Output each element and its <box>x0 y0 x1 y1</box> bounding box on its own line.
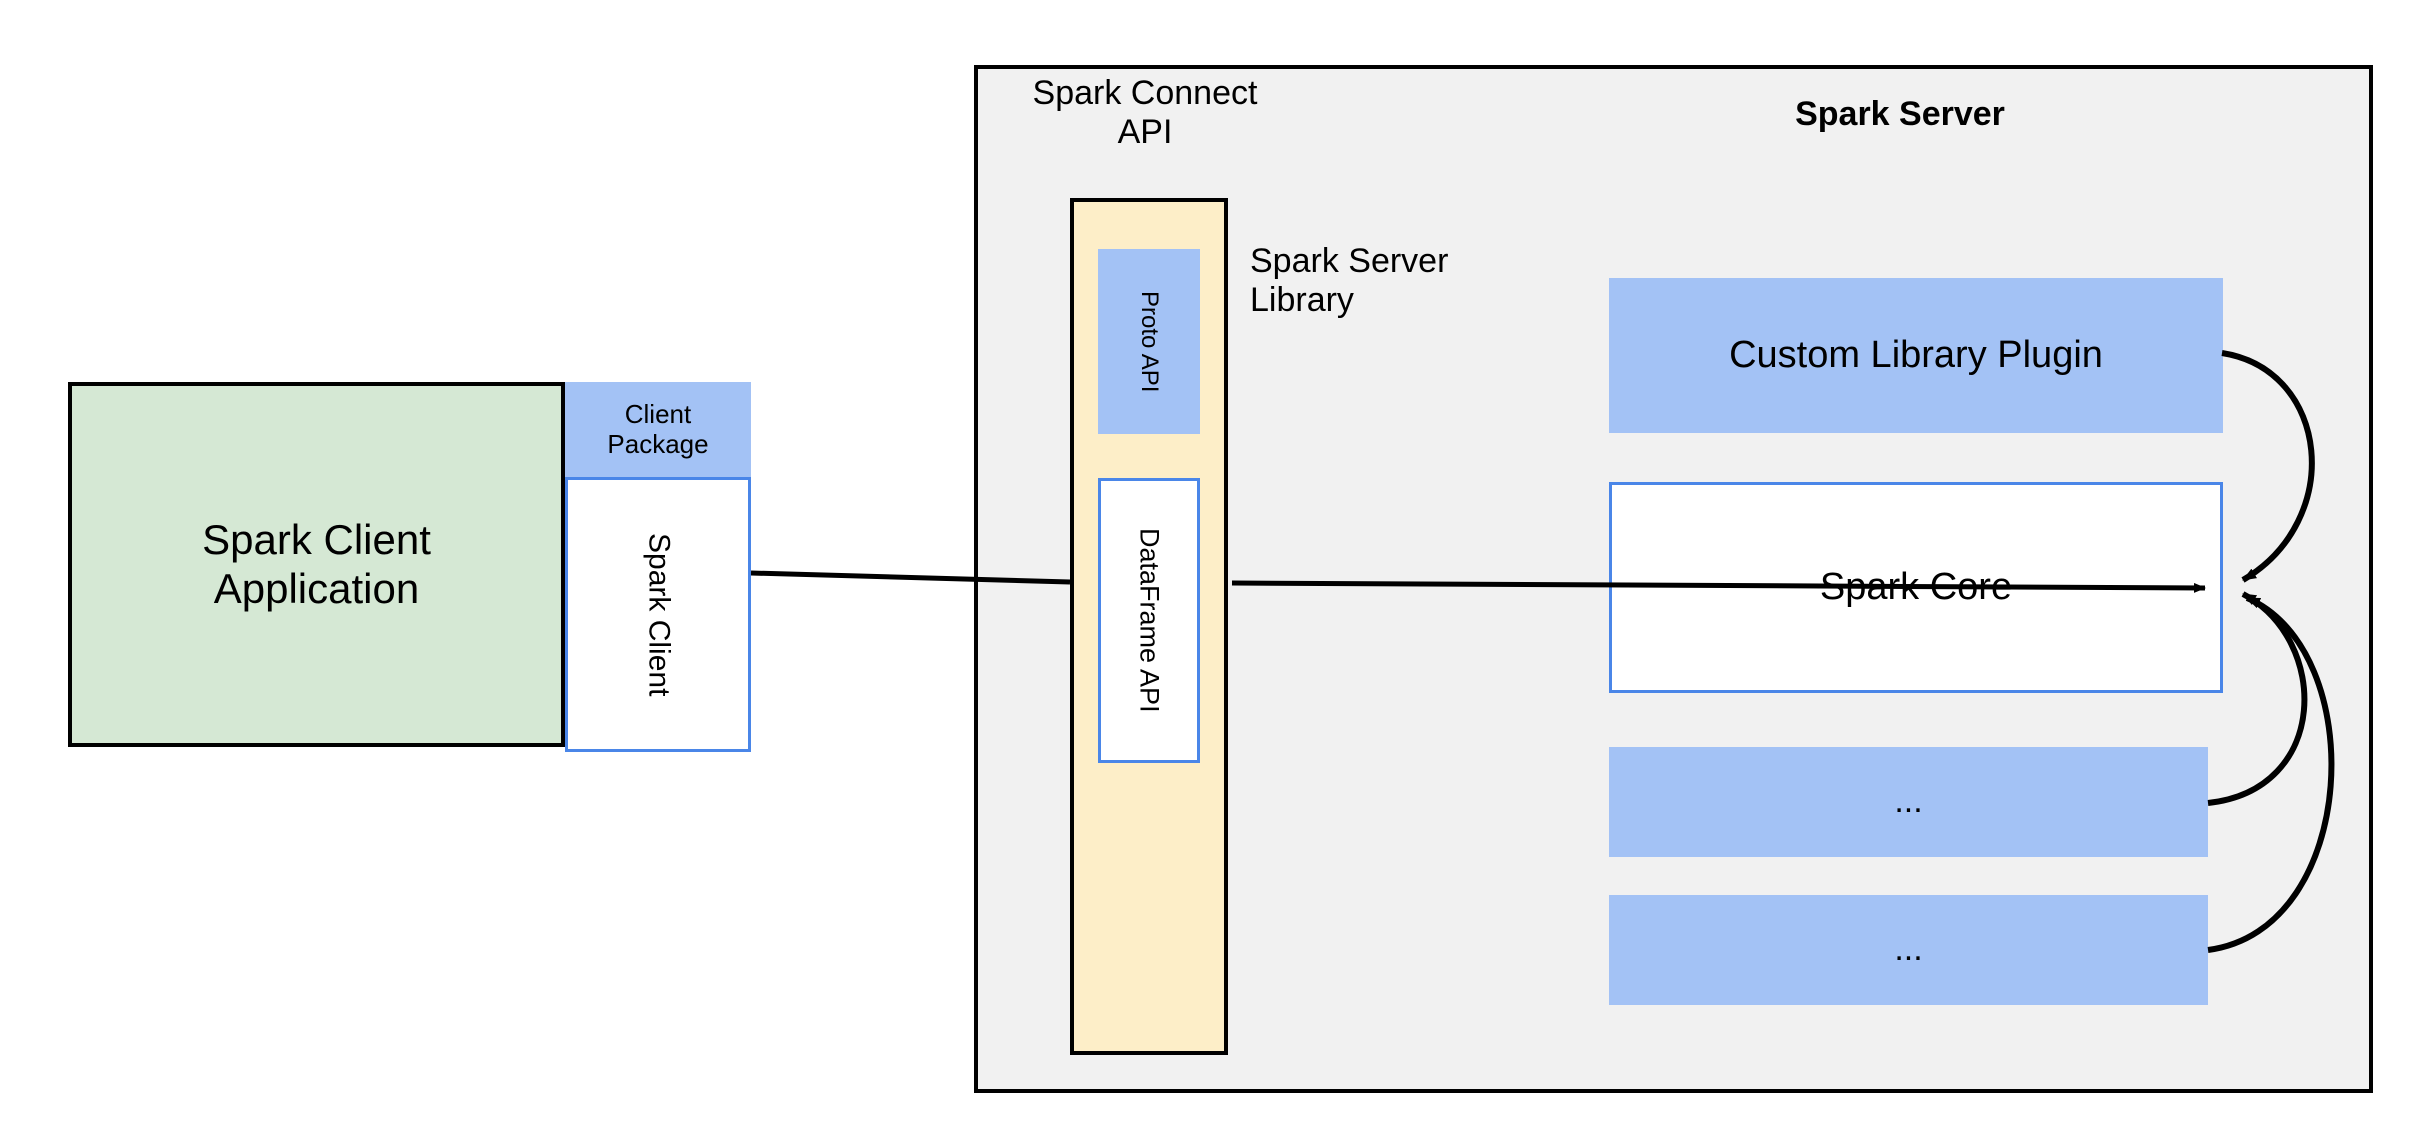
spark-core-box[interactable]: Spark Core <box>1609 482 2223 693</box>
ellipsis-box-1[interactable]: ... <box>1609 747 2208 857</box>
spark-connect-api-label: Spark Connect API <box>1000 68 1290 158</box>
dataframe-api-box-overlay: DataFrame API <box>1098 478 1200 763</box>
client-package-box[interactable]: Client Package <box>565 382 751 477</box>
spark-server-library-label: Spark Server Library <box>1250 242 1449 320</box>
dataframe-api-label-overlay: DataFrame API <box>1134 528 1165 713</box>
proto-api-box[interactable]: Proto API <box>1098 249 1200 434</box>
ellipsis-box-2[interactable]: ... <box>1609 895 2208 1005</box>
spark-client-application-label: Spark Client Application <box>202 516 431 612</box>
spark-connect-api-text: Spark Connect API <box>1032 74 1258 152</box>
spark-client-box-overlay: Spark Client <box>565 477 751 752</box>
proto-api-label: Proto API <box>1135 290 1163 393</box>
spark-client-label-overlay: Spark Client <box>642 532 676 697</box>
spark-server-title: Spark Server <box>1795 95 2005 134</box>
custom-library-plugin-box[interactable]: Custom Library Plugin <box>1609 278 2223 433</box>
client-package-label: Client Package <box>607 398 709 459</box>
spark-client-application-box[interactable]: Spark Client Application <box>68 382 565 747</box>
